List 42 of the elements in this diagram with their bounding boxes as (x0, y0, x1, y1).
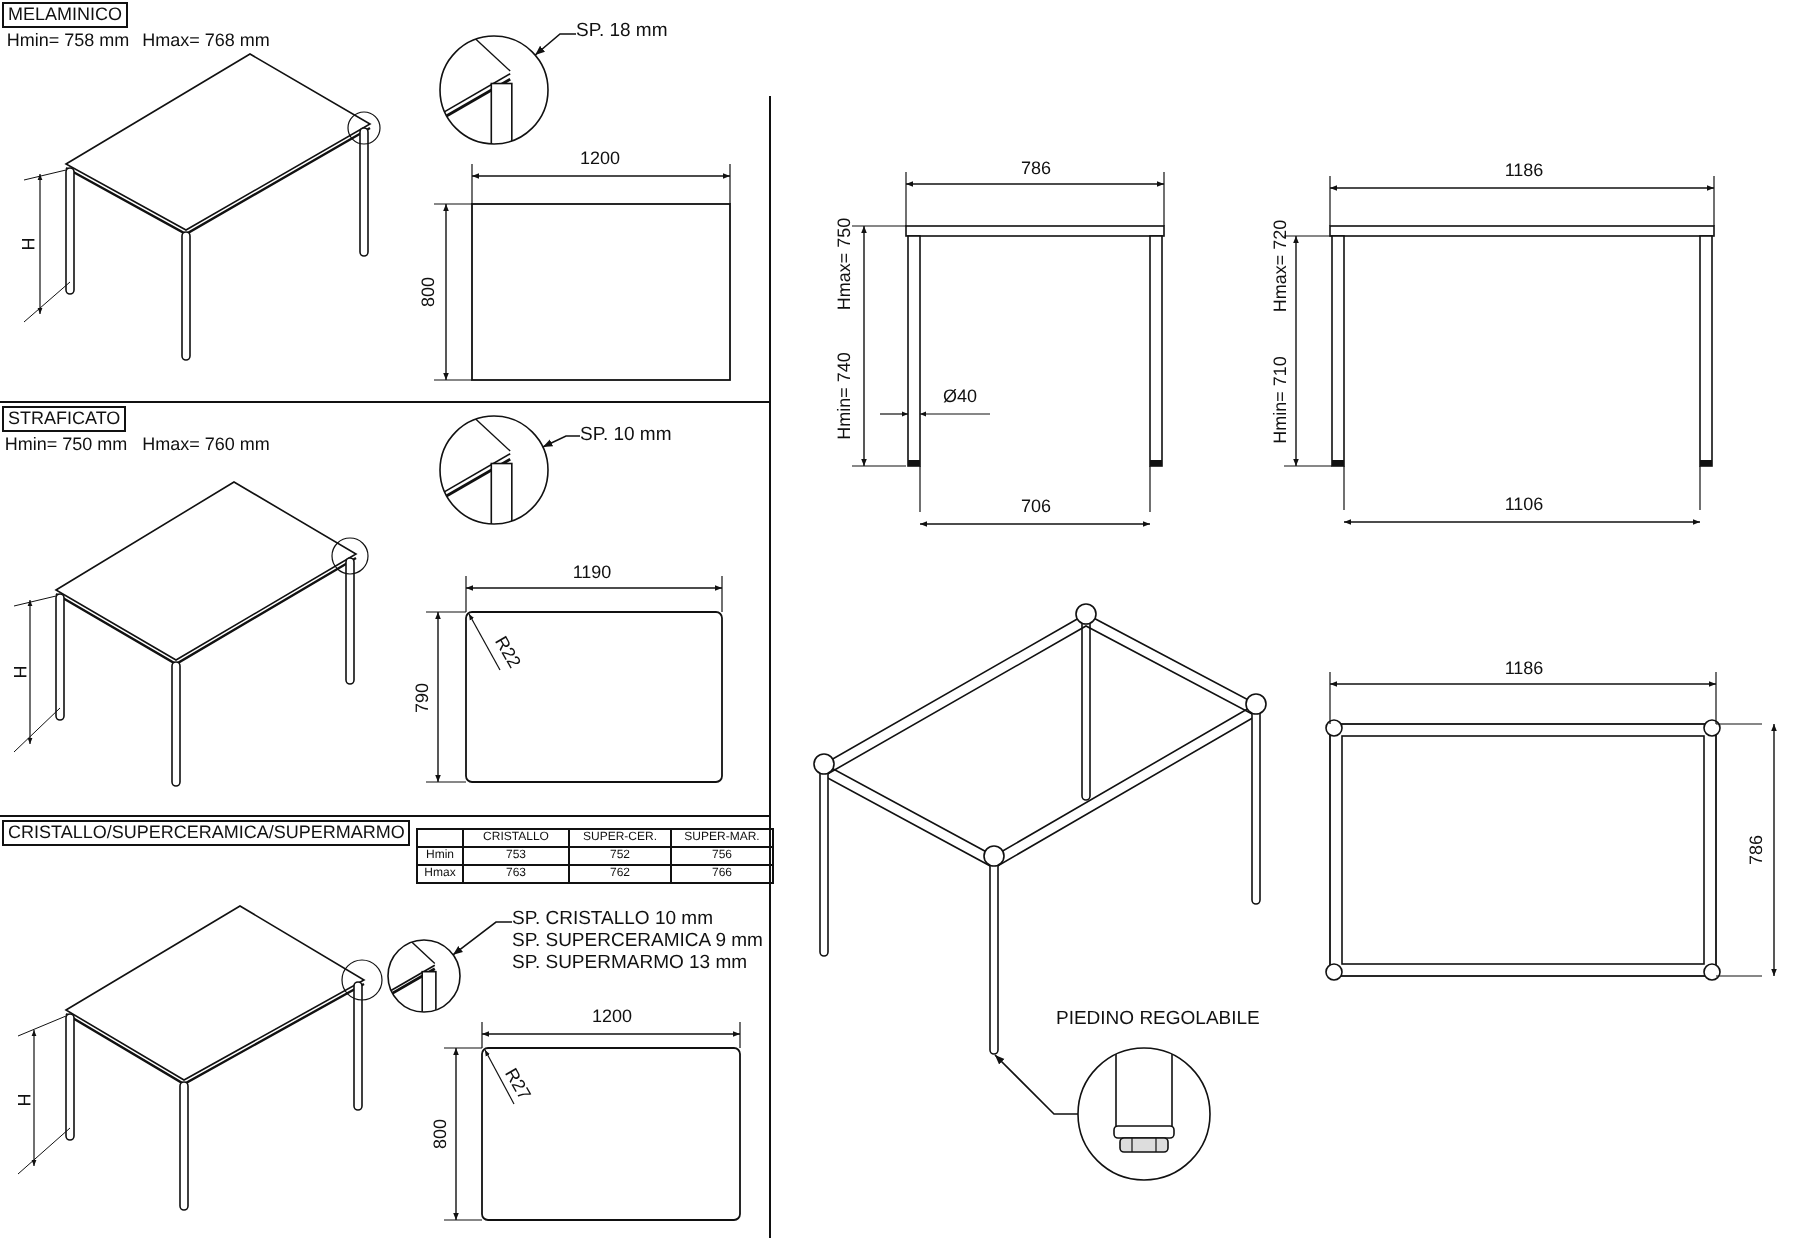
dimension-text: Hmax= 720 (1270, 219, 1290, 313)
callout-text: SP. SUPERCERAMICA 9 mm (512, 930, 763, 952)
section-heading: STRAFICATO (2, 406, 127, 432)
section-heading: MELAMINICO (2, 2, 129, 28)
dimension-text: Hmin= 710 (1270, 356, 1290, 444)
leader-line (994, 1054, 1079, 1115)
leader-line (542, 435, 581, 448)
detail-heading: PIEDINO REGOLABILE (1056, 1008, 1260, 1030)
dimension-text: 800 (418, 276, 438, 308)
dimension-text: H (10, 665, 30, 679)
dimension-text: 706 (1020, 496, 1052, 516)
detail-drawing (439, 35, 549, 145)
dimension-text: 786 (1020, 158, 1052, 178)
height-note: Hmin= 758 mm (6, 30, 130, 50)
frame-drawing (813, 603, 1267, 1055)
dimension-text: H (14, 1093, 34, 1107)
height-note: Hmin= 750 mm (4, 434, 128, 454)
callout-text: SP. SUPERMARMO 13 mm (512, 952, 750, 974)
dimension-text: 1200 (579, 148, 621, 168)
height-note: Hmax= 768 mm (142, 30, 270, 50)
leader-line (534, 33, 577, 56)
dimension-text: Hmax= 750 (834, 217, 854, 311)
dimension-text: 1186 (1504, 658, 1544, 678)
dimension-text: 786 (1746, 834, 1766, 866)
callout-text: SP. 10 mm (580, 424, 672, 446)
dimension-text: R27 (501, 1064, 535, 1104)
dimension-text: 1200 (591, 1006, 633, 1026)
callout-text: SP. CRISTALLO 10 mm (512, 908, 715, 930)
dimension-text: 800 (430, 1118, 450, 1150)
dimension-text: 1190 (572, 562, 612, 582)
dimension-text: 1186 (1504, 160, 1544, 180)
detail-drawing (387, 939, 461, 1013)
dimension-text: 1106 (1504, 494, 1544, 514)
dimension-text: H (18, 237, 38, 251)
leader-line (452, 921, 513, 956)
callout-text: SP. 18 mm (576, 20, 668, 42)
height-note: Hmax= 760 mm (142, 434, 270, 454)
dimension-text: Hmin= 740 (834, 352, 854, 440)
dimension-text: Ø40 (943, 386, 977, 406)
dimension-text: 790 (412, 682, 432, 714)
section-heading: CRISTALLO/SUPERCERAMICA/SUPERMARMO (2, 820, 411, 846)
detail-drawing (439, 415, 549, 525)
